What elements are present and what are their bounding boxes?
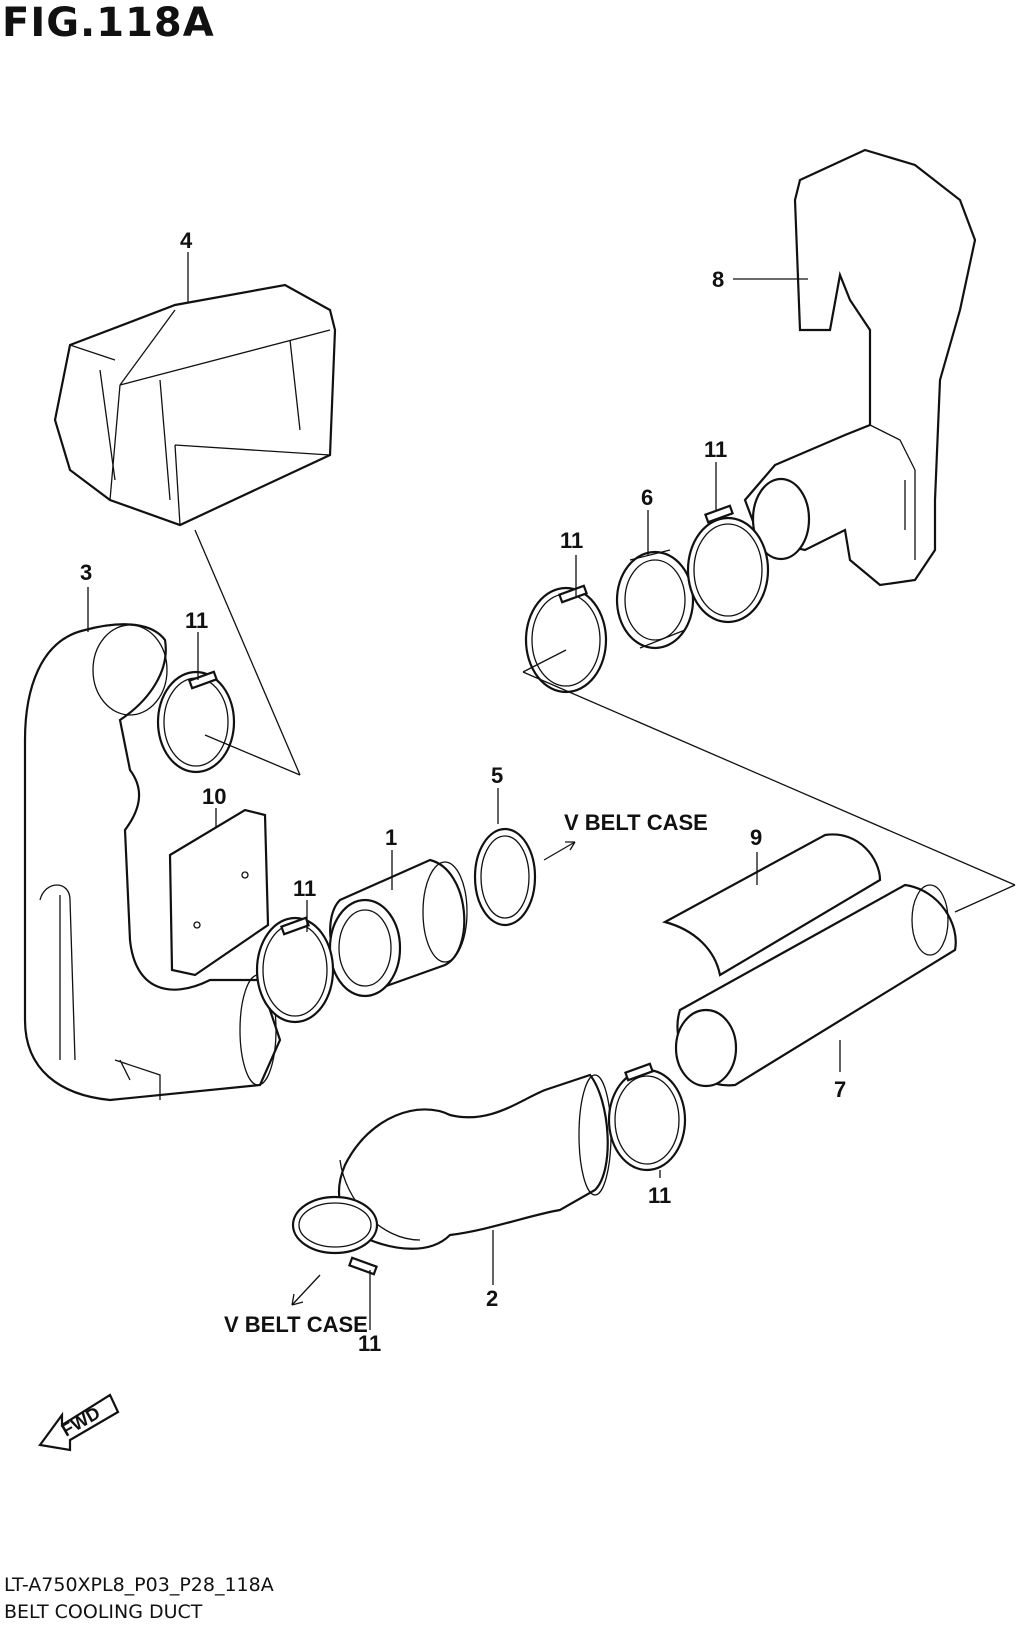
callout-2: 2 [486,1286,498,1311]
callout-11-b: 11 [293,876,316,901]
callout-11-d: 11 [704,437,727,462]
callout-1: 1 [385,825,397,850]
callout-8: 8 [712,267,724,292]
v-belt-case-label-lower: V BELT CASE [224,1312,368,1337]
part-5-clamp [473,827,537,927]
part-9-shield [662,833,882,977]
v-belt-case-label-upper: V BELT CASE [564,810,708,835]
part-1-connector [328,858,468,998]
clamp-11-a [156,670,236,774]
model-code: LT-A750XPL8_P03_P28_118A [4,1574,274,1596]
callout-11-a: 11 [185,608,208,633]
callout-4: 4 [180,228,193,253]
callout-7: 7 [834,1077,846,1102]
callout-11-c: 11 [560,528,583,553]
part-7-pipe [674,883,957,1088]
callout-11-e: 11 [648,1183,671,1208]
clamp-11-c [524,584,608,694]
v-belt-case-arrow-upper [543,841,576,861]
clamp-11-b [255,916,335,1024]
part-10-plate [168,808,270,977]
fwd-indicator: FWD [38,1393,120,1452]
clamp-11-f [291,1195,379,1276]
part-4-duct-cover [53,283,337,527]
callout-11-f: 11 [358,1331,381,1356]
part-6-connector [615,549,695,650]
leader-lines [87,252,841,1330]
callout-10: 10 [202,784,226,809]
clamp-11-d [686,504,770,624]
callout-6: 6 [641,485,653,510]
callout-9: 9 [750,825,762,850]
part-2-lower-duct [337,1073,612,1250]
v-belt-case-arrow-lower [291,1274,321,1306]
figure-name: BELT COOLING DUCT [4,1601,203,1623]
figure-title: FIG.118A [2,0,215,46]
part-8-upper-duct [743,148,977,587]
assembly-lines [194,529,1016,913]
callout-3: 3 [80,560,92,585]
callout-5: 5 [491,763,503,788]
clamp-11-e [607,1062,687,1172]
